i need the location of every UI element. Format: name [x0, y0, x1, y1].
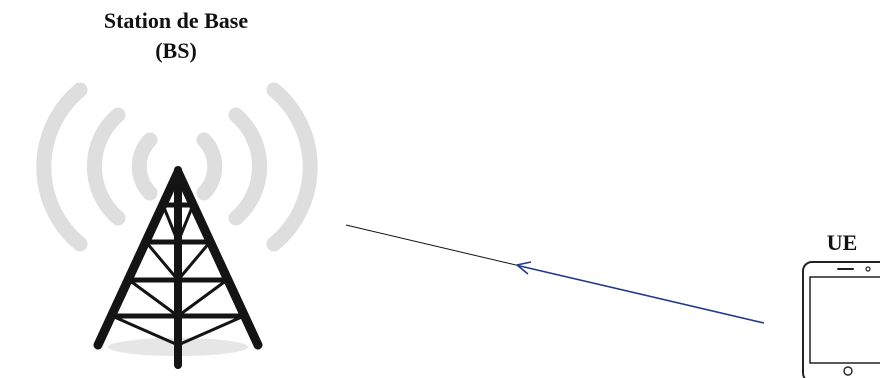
tower-bracing-right: [178, 205, 244, 345]
smartphone-icon: [803, 262, 880, 378]
cell-tower-icon: [98, 166, 258, 365]
wave-left-outer: [44, 90, 80, 244]
wave-right-outer: [274, 90, 310, 244]
wave-left-inner: [139, 140, 150, 193]
wave-right-inner: [204, 140, 215, 193]
ue-label: UE: [827, 230, 858, 255]
phone-screen: [810, 277, 880, 363]
wave-right-middle: [236, 115, 260, 218]
uplink-line: [520, 266, 764, 323]
wave-left-middle: [94, 115, 118, 218]
bs-title-line2: (BS): [155, 38, 197, 63]
tower-bracing-left: [112, 205, 178, 345]
link-line-near-bs: [346, 225, 520, 266]
tower-tip: [174, 166, 182, 174]
bs-title-line1: Station de Base: [104, 8, 248, 33]
